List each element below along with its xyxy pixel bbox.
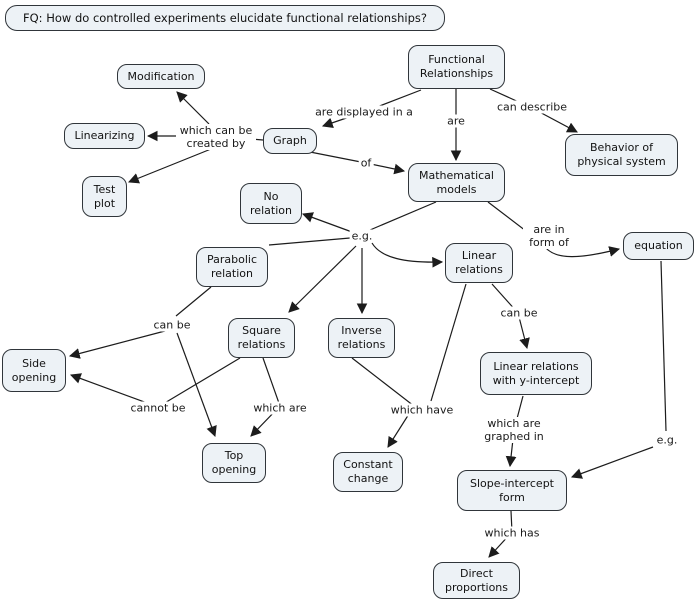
node-modification[interactable]: Modification — [117, 64, 205, 89]
link-label-are-in-form-of[interactable]: are in form of — [523, 223, 575, 249]
edge-models-eg — [369, 201, 437, 231]
edge-inverse-whichhave-constant — [351, 357, 415, 448]
node-square-relations[interactable]: Square relations — [228, 318, 295, 358]
edge-eg-parabolic — [268, 237, 351, 246]
link-label-which-have[interactable]: which have — [388, 403, 456, 417]
node-side-opening[interactable]: Side opening — [2, 349, 66, 392]
edge-linear-whichhave — [430, 283, 467, 402]
edge-square-whichare-topopening — [250, 357, 281, 437]
edge-eg-norelation — [301, 212, 353, 233]
node-test-plot[interactable]: Test plot — [82, 176, 127, 217]
link-label-of[interactable]: of — [358, 156, 374, 170]
edge-eg-square — [288, 245, 357, 313]
node-no-relation[interactable]: No relation — [240, 183, 302, 224]
node-functional-relationships[interactable]: Functional Relationships — [408, 45, 505, 89]
node-linearizing[interactable]: Linearizing — [64, 123, 145, 149]
node-behavior-of-physical-system[interactable]: Behavior of physical system — [565, 134, 678, 176]
edge-eg-slopeintercept — [570, 446, 654, 479]
link-label-eg-equation[interactable]: e.g. — [654, 433, 680, 447]
edge-graph-of-models — [309, 151, 406, 175]
edge-square-cannotbe-sideopening — [69, 357, 241, 408]
link-label-which-are[interactable]: which are — [251, 401, 309, 415]
node-mathematical-models[interactable]: Mathematical models — [408, 163, 505, 202]
edge-createdby-modification — [176, 91, 210, 125]
node-linear-relations[interactable]: Linear relations — [445, 243, 513, 283]
link-label-which-can-be-created-by[interactable]: which can be created by — [176, 124, 256, 150]
edge-equation-eg — [660, 260, 667, 432]
link-label-are-displayed-in-a[interactable]: are displayed in a — [313, 105, 415, 119]
edge-parabolic-canbe — [175, 286, 212, 317]
edge-createdby-testplot — [127, 148, 212, 184]
node-slope-intercept-form[interactable]: Slope-intercept form — [457, 470, 567, 511]
edge-canbe-sideopening — [68, 330, 166, 359]
link-label-eg-hub[interactable]: e.g. — [349, 229, 375, 243]
node-constant-change[interactable]: Constant change — [333, 452, 403, 492]
node-top-opening[interactable]: Top opening — [202, 443, 266, 483]
node-equation[interactable]: equation — [623, 232, 694, 260]
link-label-can-be-right[interactable]: can be — [498, 306, 540, 320]
node-graph[interactable]: Graph — [263, 128, 317, 154]
link-label-cannot-be[interactable]: cannot be — [128, 401, 188, 415]
node-focus-question[interactable]: FQ: How do controlled experiments elucid… — [5, 5, 445, 31]
link-label-which-are-graphed-in[interactable]: which are graphed in — [480, 417, 548, 443]
node-inverse-relations[interactable]: Inverse relations — [328, 318, 395, 358]
link-label-can-describe[interactable]: can describe — [494, 100, 570, 114]
link-label-are[interactable]: are — [445, 114, 467, 128]
node-linear-relations-with-y-intercept[interactable]: Linear relations with y-intercept — [480, 352, 592, 395]
link-label-can-be-left[interactable]: can be — [151, 318, 193, 332]
edge-eg-linear — [371, 242, 444, 268]
node-parabolic-relation[interactable]: Parabolic relation — [196, 247, 268, 287]
node-direct-proportions[interactable]: Direct proportions — [433, 562, 520, 599]
link-label-which-has[interactable]: which has — [482, 526, 542, 540]
